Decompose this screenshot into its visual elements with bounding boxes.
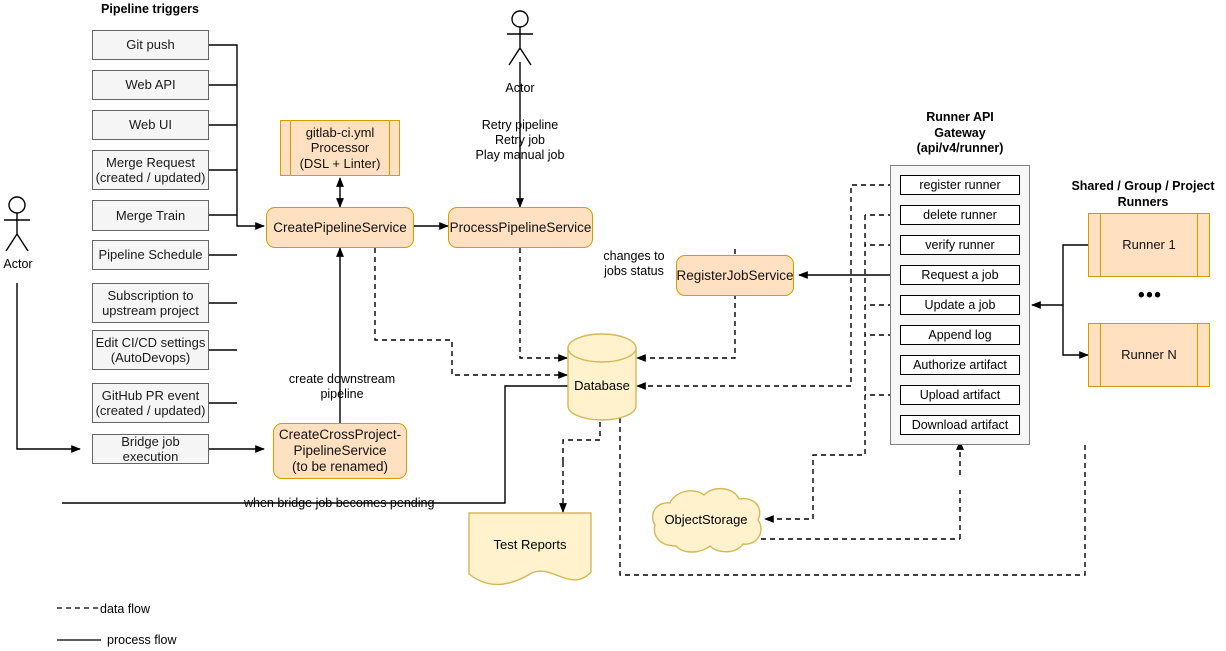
database-icon[interactable]	[567, 333, 637, 421]
trigger-web-ui[interactable]: Web UI	[92, 110, 209, 140]
trigger-web-api[interactable]: Web API	[92, 70, 209, 100]
runner-n[interactable]: Runner N	[1088, 323, 1210, 387]
component-bar-left	[1100, 324, 1101, 386]
trigger-bridge-job-execution[interactable]: Bridge job execution	[92, 434, 209, 464]
component-bar-right	[1197, 214, 1198, 276]
actor-left-icon	[4, 196, 30, 252]
create-pipeline-service[interactable]: CreatePipelineService	[266, 207, 414, 248]
test-reports-icon[interactable]	[468, 512, 592, 587]
trigger-github-pr-event[interactable]: GitHub PR event (created / updated)	[92, 383, 209, 423]
trigger-edit-cicd-settings[interactable]: Edit CI/CD settings (AutoDevops)	[92, 330, 209, 370]
endpoint-append-log[interactable]: Append log	[900, 325, 1020, 345]
endpoint-upload-artifact[interactable]: Upload artifact	[900, 385, 1020, 405]
legend-process-flow-line	[57, 639, 101, 641]
component-bar-right	[1197, 324, 1198, 386]
pipeline-triggers-heading: Pipeline triggers	[101, 2, 199, 16]
process-pipeline-service[interactable]: ProcessPipelineService	[448, 207, 593, 248]
endpoint-register-runner[interactable]: register runner	[900, 175, 1020, 195]
endpoint-authorize-artifact[interactable]: Authorize artifact	[900, 355, 1020, 375]
runner-n-label: Runner N	[1121, 347, 1177, 363]
runners-group-heading: Shared / Group / Project Runners	[1071, 179, 1215, 209]
legend-process-flow-label: process flow	[107, 633, 177, 647]
component-bar-left	[290, 121, 291, 175]
runner-api-gateway-heading: Runner API Gateway (api/v4/runner)	[916, 110, 1004, 156]
create-cross-project-pipeline-service[interactable]: CreateCrossProject- PipelineService (to …	[273, 423, 407, 479]
changes-to-jobs-status-label: changes to jobs status	[603, 249, 665, 278]
gitlab-ci-yml-processor[interactable]: gitlab-ci.yml Processor (DSL + Linter)	[280, 120, 400, 176]
when-bridge-pending-label: when bridge job becomes pending	[244, 496, 435, 510]
trigger-merge-request[interactable]: Merge Request (created / updated)	[92, 150, 209, 190]
component-bar-left	[1100, 214, 1101, 276]
component-bar-right	[389, 121, 390, 175]
runner-1[interactable]: Runner 1	[1088, 213, 1210, 277]
endpoint-request-a-job[interactable]: Request a job	[900, 265, 1020, 285]
legend-data-flow-line	[57, 607, 101, 609]
trigger-subscription-upstream[interactable]: Subscription to upstream project	[92, 283, 209, 323]
object-storage-icon[interactable]	[650, 486, 762, 554]
endpoint-verify-runner[interactable]: verify runner	[900, 235, 1020, 255]
legend-data-flow-label: data flow	[100, 602, 151, 616]
endpoint-delete-runner[interactable]: delete runner	[900, 205, 1020, 225]
actor-left-label: Actor	[3, 257, 33, 271]
retry-label: Retry pipeline Retry job Play manual job	[475, 118, 565, 162]
runner-1-label: Runner 1	[1122, 237, 1176, 253]
register-job-service[interactable]: RegisterJobService	[676, 255, 794, 296]
actor-top-icon	[507, 10, 533, 66]
trigger-merge-train[interactable]: Merge Train	[92, 200, 209, 231]
endpoint-update-a-job[interactable]: Update a job	[900, 295, 1020, 315]
trigger-git-push[interactable]: Git push	[92, 30, 209, 60]
trigger-pipeline-schedule[interactable]: Pipeline Schedule	[92, 240, 209, 270]
create-downstream-pipeline-label: create downstream pipeline	[288, 372, 396, 401]
actor-top-label: Actor	[505, 81, 535, 95]
runners-ellipsis: •••	[1138, 285, 1163, 306]
gitlab-ci-yml-processor-label: gitlab-ci.yml Processor (DSL + Linter)	[299, 124, 381, 171]
endpoint-download-artifact[interactable]: Download artifact	[900, 415, 1020, 435]
